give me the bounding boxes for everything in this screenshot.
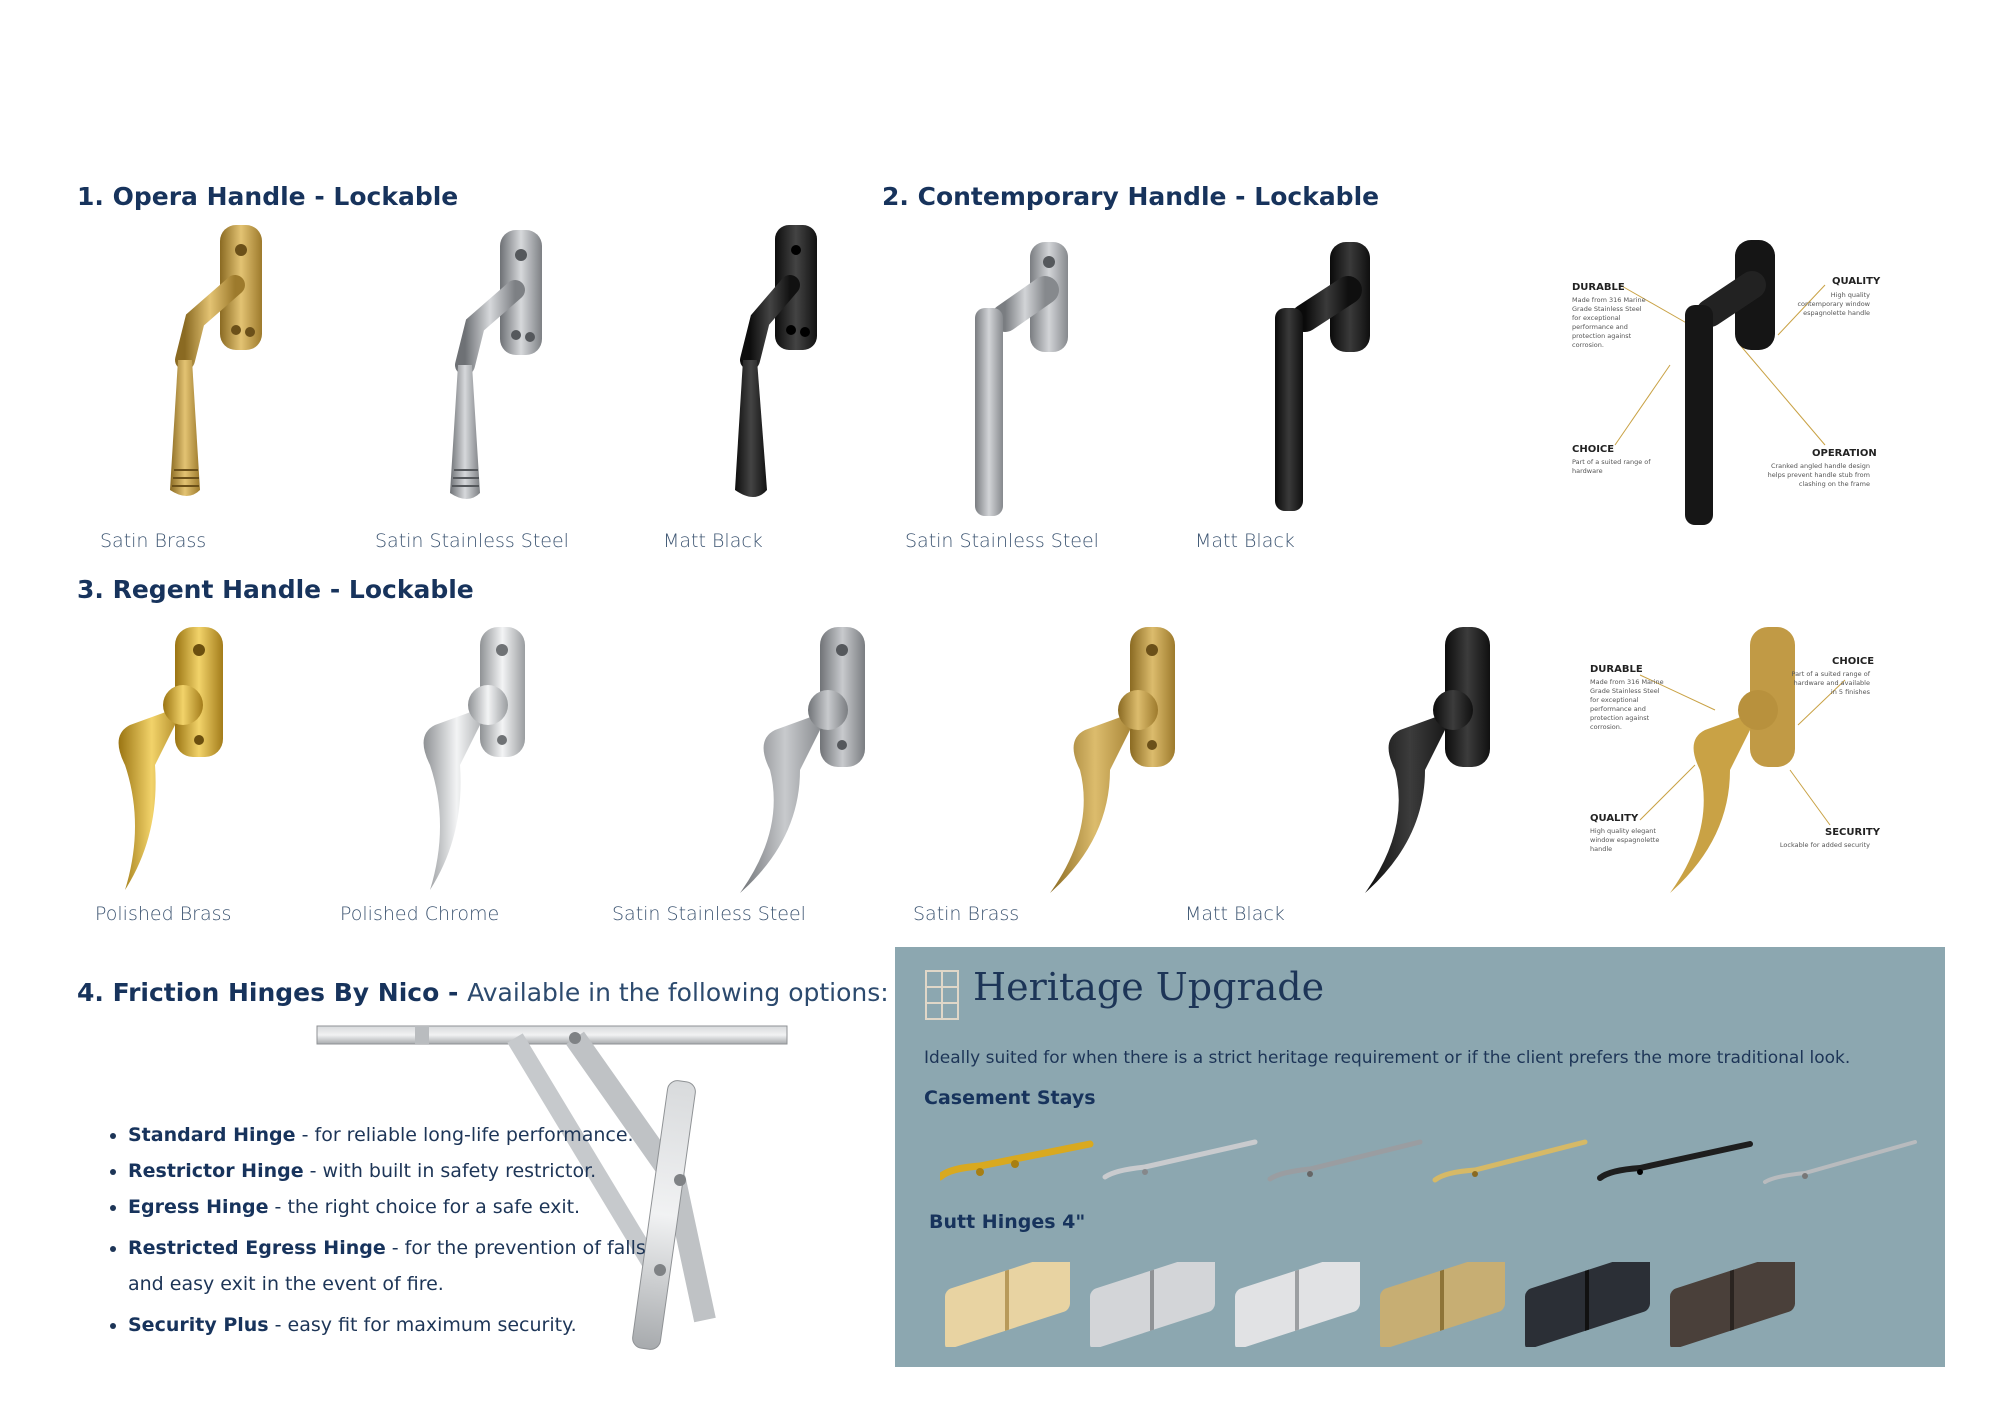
butt-hinge-satin-stainless [1235, 1251, 1360, 1349]
friction-hinge-image [315, 1020, 795, 1350]
regent-caption-5: Matt Black [1185, 903, 1285, 925]
opera-handle-matt-black [705, 220, 835, 505]
hinge-option-security-plus: Security Plus - easy fit for maximum sec… [128, 1312, 668, 1338]
butt-hinge-satin-brass [1380, 1251, 1505, 1349]
casement-stay-satin-brass [1432, 1139, 1588, 1183]
hinge-option-standard: Standard Hinge - for reliable long-life … [128, 1122, 668, 1148]
regent-heading: 3. Regent Handle - Lockable [77, 575, 474, 604]
regent-handle-polished-chrome [410, 625, 540, 895]
butt-hinges-row [940, 1251, 1840, 1349]
contemporary-caption-1: Satin Stainless Steel [905, 530, 1099, 552]
butt-hinge-chrome [1090, 1251, 1215, 1349]
contemporary-caption-2: Matt Black [1195, 530, 1295, 552]
regent-handle-satin-stainless [730, 625, 870, 895]
opera-caption-3: Matt Black [663, 530, 763, 552]
casement-stay-satin-stainless [1267, 1139, 1423, 1182]
regent-callout-choice-text: Part of a suited range of hardware and a… [1791, 670, 1870, 696]
butt-hinge-matt-black [1525, 1251, 1650, 1349]
butt-hinge-polished-brass [945, 1251, 1070, 1349]
regent-callout-durable-text: Made from 316 Marine Grade Stainless Ste… [1590, 678, 1664, 731]
hinge-options-list: Standard Hinge - for reliable long-life … [100, 1122, 668, 1348]
regent-callout-security-text: Lockable for added security [1779, 841, 1870, 849]
hinges-heading-bold: 4. Friction Hinges By Nico - [77, 978, 459, 1007]
hinges-heading-light: Available in the following options: [467, 978, 889, 1007]
regent-callout-durable-title: DURABLE [1590, 664, 1643, 675]
contemporary-callout-operation-title: OPERATION [1812, 448, 1877, 459]
opera-caption-1: Satin Brass [100, 530, 207, 552]
regent-callout-quality-title: QUALITY [1590, 813, 1639, 824]
contemporary-callout-quality-text: High quality contemporary window espagno… [1797, 291, 1870, 317]
contemporary-callout-choice-title: CHOICE [1572, 444, 1615, 455]
regent-callout-quality-text: High quality elegant window espagnolette… [1590, 827, 1660, 853]
regent-handle-satin-brass [1040, 625, 1180, 895]
butt-hinges-title: Butt Hinges 4" [929, 1211, 1086, 1233]
contemporary-handle-satin-stainless [965, 240, 1075, 520]
casement-stay-chrome [1102, 1139, 1258, 1180]
regent-caption-4: Satin Brass [913, 903, 1020, 925]
regent-handle-matt-black [1355, 625, 1495, 895]
regent-caption-1: Polished Brass [95, 903, 232, 925]
hinge-option-restricted-egress: Restricted Egress Hinge - for the preven… [128, 1230, 668, 1302]
contemporary-feature-diagram [1560, 235, 1890, 530]
opera-handle-satin-brass [140, 220, 270, 505]
regent-handle-polished-brass [105, 625, 235, 895]
regent-callout-choice-title: CHOICE [1832, 656, 1875, 667]
contemporary-callout-durable-title: DURABLE [1572, 282, 1625, 293]
hinge-option-restrictor: Restrictor Hinge - with built in safety … [128, 1158, 668, 1184]
hinge-option-egress: Egress Hinge - the right choice for a sa… [128, 1194, 668, 1220]
contemporary-callout-operation-text: Cranked angled handle design helps preve… [1767, 462, 1870, 488]
hinges-heading: 4. Friction Hinges By Nico - Available i… [77, 978, 889, 1007]
opera-caption-2: Satin Stainless Steel [375, 530, 569, 552]
contemporary-callout-quality-title: QUALITY [1832, 276, 1881, 287]
casement-stay-polished-brass [936, 1140, 1094, 1181]
regent-caption-3: Satin Stainless Steel [612, 903, 806, 925]
casement-stays-row [936, 1132, 1930, 1192]
contemporary-handle-matt-black [1270, 240, 1380, 515]
heritage-title: Heritage Upgrade [973, 965, 1325, 1009]
casement-stay-matt-black [1597, 1141, 1753, 1181]
regent-feature-diagram [1580, 625, 1890, 895]
casement-stays-title: Casement Stays [924, 1087, 1096, 1109]
contemporary-heading: 2. Contemporary Handle - Lockable [882, 182, 1380, 211]
contemporary-callout-choice-text: Part of a suited range of hardware [1572, 458, 1651, 475]
contemporary-callout-durable-text: Made from 316 Marine Grade Stainless Ste… [1572, 296, 1646, 349]
heritage-description: Ideally suited for when there is a stric… [924, 1048, 1851, 1068]
opera-heading: 1. Opera Handle - Lockable [77, 182, 459, 211]
casement-stay-polished-chrome [1763, 1140, 1917, 1184]
heritage-upgrade-panel: Heritage Upgrade Ideally suited for when… [895, 947, 1945, 1367]
regent-caption-2: Polished Chrome [340, 903, 500, 925]
butt-hinge-bronze [1670, 1251, 1795, 1349]
opera-handle-satin-stainless [420, 225, 550, 505]
regent-callout-security-title: SECURITY [1825, 827, 1880, 838]
window-icon [924, 969, 960, 1021]
